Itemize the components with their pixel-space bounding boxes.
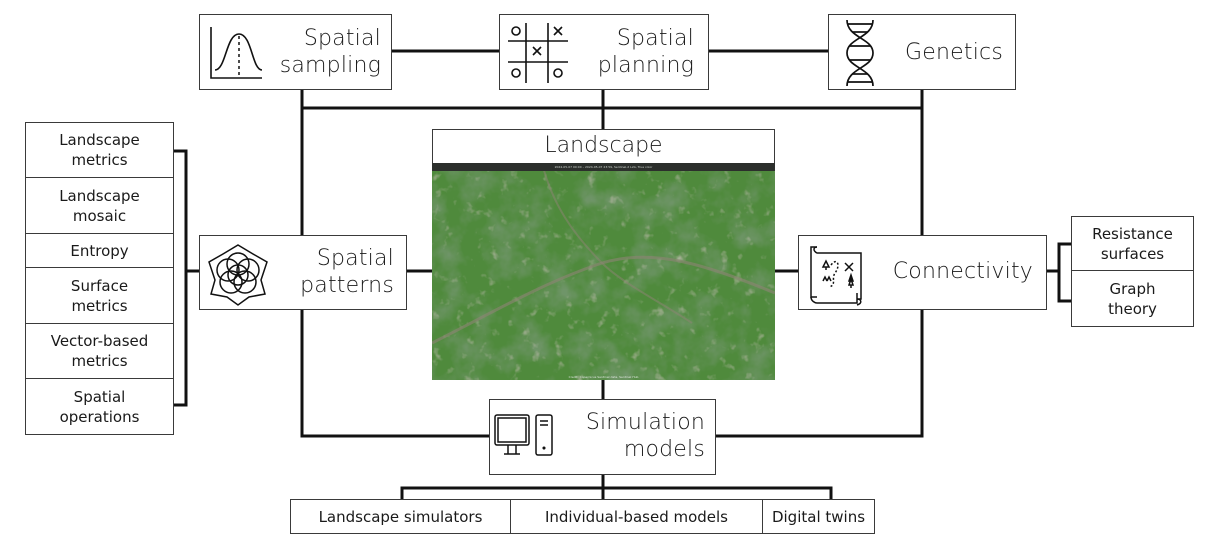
subtopic-individual-based-models[interactable]: Individual-based models xyxy=(511,499,763,534)
satellite-landscape-image[interactable]: 2024-05-07 00:00 – 2024-05-07 23:59, Sen… xyxy=(432,163,775,380)
subtopic-label-line: Entropy xyxy=(70,241,129,260)
image-credit-text: Credit: Copernicus Sentinel data, Sentin… xyxy=(568,375,639,379)
node-label-line: Spatial xyxy=(316,246,394,271)
simulation-subtopics: Landscape simulators Individual-based mo… xyxy=(290,499,875,534)
node-label-line: sampling xyxy=(279,53,381,78)
subtopic-entropy[interactable]: Entropy xyxy=(25,234,174,268)
treasure-map-icon xyxy=(807,243,867,307)
tic-tac-toe-icon xyxy=(506,21,568,83)
flower-pattern-icon xyxy=(205,242,271,306)
node-spatial-patterns[interactable]: Spatial patterns xyxy=(199,235,407,310)
subtopic-vector-based-metrics[interactable]: Vector-based metrics xyxy=(25,324,174,379)
subtopic-landscape-simulators[interactable]: Landscape simulators xyxy=(290,499,511,534)
node-label-line: Simulation xyxy=(585,410,705,435)
node-landscape-title[interactable]: Landscape xyxy=(432,129,775,164)
subtopic-landscape-metrics[interactable]: Landscape metrics xyxy=(25,122,174,178)
bell-curve-icon xyxy=(210,26,264,80)
subtopic-label-line: Resistance xyxy=(1092,224,1173,243)
subtopic-label-line: Landscape xyxy=(59,186,140,205)
subtopic-label-line: Landscape xyxy=(59,131,140,149)
subtopic-label-line: operations xyxy=(59,407,140,426)
subtopic-digital-twins[interactable]: Digital twins xyxy=(763,499,875,534)
subtopic-label-line: theory xyxy=(1108,299,1157,318)
subtopic-label-line: metrics xyxy=(71,151,128,169)
subtopic-label-line: Surface xyxy=(70,276,129,295)
node-label-line: Genetics xyxy=(905,40,1003,65)
node-spatial-planning[interactable]: Spatial planning xyxy=(499,14,709,90)
dna-icon xyxy=(843,18,877,88)
node-label-line: planning xyxy=(597,53,694,78)
connector-connectivity-bottom xyxy=(715,309,924,438)
node-label-line: models xyxy=(623,437,705,462)
node-simulation-models[interactable]: Simulation models xyxy=(489,399,716,475)
node-label-line: Connectivity xyxy=(892,259,1033,284)
subtopic-label-line: Graph xyxy=(1109,279,1156,298)
connector-right-bracket xyxy=(1057,242,1071,303)
connector-left-bracket xyxy=(174,149,188,407)
connector-bottom-bus xyxy=(400,486,833,499)
subtopic-label-line: mosaic xyxy=(72,206,127,225)
node-genetics[interactable]: Genetics xyxy=(828,14,1016,90)
landscape-label: Landscape xyxy=(544,133,663,158)
node-connectivity[interactable]: Connectivity xyxy=(798,235,1047,310)
node-spatial-sampling[interactable]: Spatial sampling xyxy=(199,14,392,90)
node-label-line: patterns xyxy=(300,273,394,298)
subtopic-label-line: Vector-based xyxy=(50,332,149,350)
node-label-line: Spatial xyxy=(303,26,381,51)
computer-icon xyxy=(494,414,554,460)
subtopic-label-line: Spatial xyxy=(73,387,126,406)
node-label-line: Spatial xyxy=(616,26,694,51)
image-header-text: 2024-05-07 00:00 – 2024-05-07 23:59, Sen… xyxy=(432,163,775,171)
subtopic-label-line: metrics xyxy=(71,352,128,370)
subtopic-label-line: surfaces xyxy=(1100,244,1165,263)
subtopic-label-line: metrics xyxy=(71,296,128,315)
satellite-image-texture xyxy=(432,163,775,380)
connector-patterns-bottom xyxy=(300,309,490,438)
